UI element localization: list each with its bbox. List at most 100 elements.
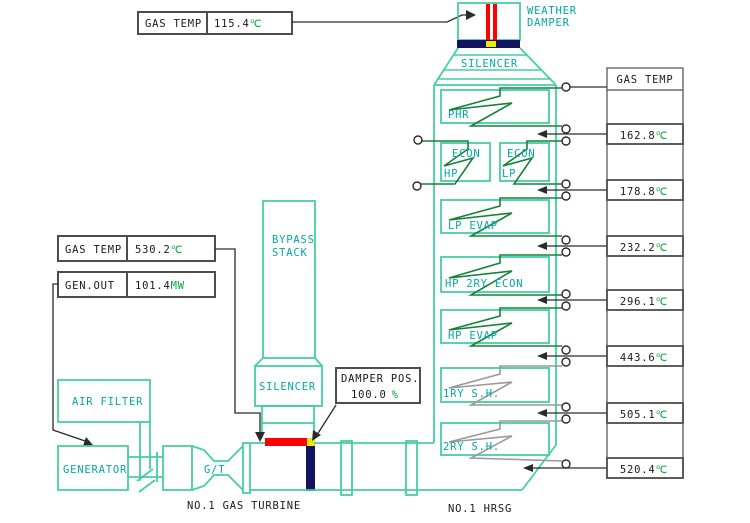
gas-turbine: G/T — [162, 442, 251, 494]
svg-text:520.4℃: 520.4℃ — [620, 464, 668, 476]
coil — [448, 87, 562, 127]
damper-pos-leader — [312, 404, 337, 441]
down-arrow-icon — [255, 432, 265, 442]
svg-text:232.2℃: 232.2℃ — [620, 242, 668, 254]
hrsg-tower — [433, 84, 557, 491]
air-filter-label: AIR FILTER — [72, 396, 143, 408]
exhaust-duct — [250, 440, 522, 496]
gas-temp-cell[interactable]: 232.2℃ — [606, 235, 684, 257]
bypass-stack: BYPASS STACK SILENCER — [254, 200, 323, 438]
exchanger-econ-lp: ECON LP — [499, 140, 562, 185]
exchanger-hp-evap: HP EVAP — [440, 307, 562, 347]
left-arrow-icon — [537, 130, 547, 138]
coil — [448, 307, 562, 347]
exchanger-label: ECON — [507, 148, 536, 160]
exhaust-gas-temp-leader — [215, 248, 265, 442]
bypass-damper-actuator — [307, 438, 315, 446]
coil — [448, 254, 562, 296]
gas-temp-column-header: GAS TEMP — [617, 74, 674, 86]
gen-out-readout[interactable]: GEN.OUT 101.4MW — [57, 271, 216, 298]
stack-gas-temp-value: 115.4℃ — [214, 18, 262, 30]
exchanger-phr: PHR — [440, 87, 562, 127]
pipe-connection-points — [412, 82, 571, 469]
gas-turbine-label: G/T — [204, 464, 225, 476]
damper-blade — [486, 4, 490, 40]
weather-damper-label-1: WEATHER — [527, 5, 577, 17]
left-arrow-icon — [537, 296, 547, 304]
exchanger-2ry-sh: 2RY S.H. — [440, 420, 563, 462]
exchanger-label: ECON — [452, 148, 481, 160]
exchanger-econ-hp: ECON HP — [421, 140, 491, 185]
gas-temp-cell[interactable]: 520.4℃ — [606, 457, 684, 479]
exchanger-label: 2RY S.H. — [443, 441, 500, 453]
damper-pos-value: 100.0% — [351, 389, 399, 401]
left-arrow-icon — [523, 464, 533, 472]
exchanger-sublabel: LP — [502, 168, 516, 180]
coil — [502, 140, 562, 185]
damper-pos-readout[interactable]: DAMPER POS. 100.0% — [335, 367, 421, 404]
exchanger-hp-2ry-econ: HP 2RY ECON — [440, 254, 562, 296]
exchanger-label: PHR — [448, 109, 469, 121]
coil — [448, 365, 562, 406]
exchanger-label: 1RY S.H. — [443, 388, 500, 400]
exchanger-label: LP EVAP — [448, 220, 498, 232]
svg-text:505.1℃: 505.1℃ — [620, 409, 668, 421]
bypass-silencer-label: SILENCER — [259, 381, 316, 393]
stack-gas-temp-readout[interactable]: GAS TEMP 115.4℃ — [137, 11, 293, 35]
down-left-arrow-icon — [312, 430, 321, 441]
gas-temp-tap-lines — [523, 86, 607, 472]
expansion-joint — [340, 440, 353, 496]
stack-gas-temp-label: GAS TEMP — [145, 18, 202, 30]
gas-temp-cell[interactable]: 505.1℃ — [606, 402, 684, 424]
svg-text:178.8℃: 178.8℃ — [620, 186, 668, 198]
hrsg-outlet-silencer: SILENCER — [433, 47, 557, 86]
exchanger-sublabel: HP — [444, 168, 458, 180]
duct-flange — [242, 442, 251, 494]
left-arrow-icon — [537, 242, 547, 250]
guillotine-damper — [306, 446, 315, 491]
hrsg-title: NO.1 HRSG — [448, 503, 512, 515]
air-filter: AIR FILTER — [57, 379, 156, 493]
damper-pos-label: DAMPER POS. — [341, 373, 419, 385]
bypass-stack-label-2: STACK — [272, 247, 308, 259]
coil — [448, 420, 563, 462]
svg-text:162.8℃: 162.8℃ — [620, 130, 668, 142]
right-arrow-icon — [466, 10, 476, 20]
generator: GENERATOR — [57, 445, 163, 491]
gen-out-value: 101.4MW — [135, 280, 185, 292]
damper-blade — [493, 4, 497, 40]
damper-actuator — [486, 41, 496, 47]
gas-temp-cell[interactable]: 296.1℃ — [606, 289, 684, 311]
gen-out-leader — [52, 283, 93, 446]
gen-out-label: GEN.OUT — [65, 280, 115, 292]
exhaust-gas-temp-value: 530.2℃ — [135, 244, 183, 256]
down-right-arrow-icon — [83, 437, 93, 446]
gas-temp-cell[interactable]: 162.8℃ — [606, 123, 684, 145]
gas-temp-column: GAS TEMP 162.8℃ 178.8℃ 232.2℃ 296.1℃ 443… — [606, 67, 684, 479]
generator-label: GENERATOR — [63, 464, 127, 476]
gas-temp-cell[interactable]: 443.6℃ — [606, 345, 684, 367]
bypass-damper-blade — [265, 438, 307, 446]
left-arrow-icon — [537, 409, 547, 417]
exhaust-gas-temp-label: GAS TEMP — [65, 244, 122, 256]
silencer-top-label: SILENCER — [461, 58, 518, 70]
left-arrow-icon — [537, 186, 547, 194]
svg-text:443.6℃: 443.6℃ — [620, 352, 668, 364]
left-arrow-icon — [537, 352, 547, 360]
expansion-joint — [405, 440, 418, 496]
weather-damper-label-2: DAMPER — [527, 17, 570, 29]
gas-temp-cell[interactable]: 178.8℃ — [606, 179, 684, 201]
svg-text:296.1℃: 296.1℃ — [620, 296, 668, 308]
bypass-stack-label-1: BYPASS — [272, 234, 315, 246]
stack-gas-temp-leader — [292, 10, 476, 23]
exchanger-1ry-sh: 1RY S.H. — [440, 365, 562, 406]
coil — [421, 140, 475, 185]
exchanger-label: HP EVAP — [448, 330, 498, 342]
weather-damper: WEATHER DAMPER — [457, 2, 577, 48]
bypass-damper — [265, 438, 315, 491]
coil — [448, 197, 562, 237]
exchanger-label: HP 2RY ECON — [445, 278, 523, 290]
exhaust-gas-temp-readout[interactable]: GAS TEMP 530.2℃ — [57, 235, 216, 262]
gas-turbine-title: NO.1 GAS TURBINE — [187, 500, 301, 512]
